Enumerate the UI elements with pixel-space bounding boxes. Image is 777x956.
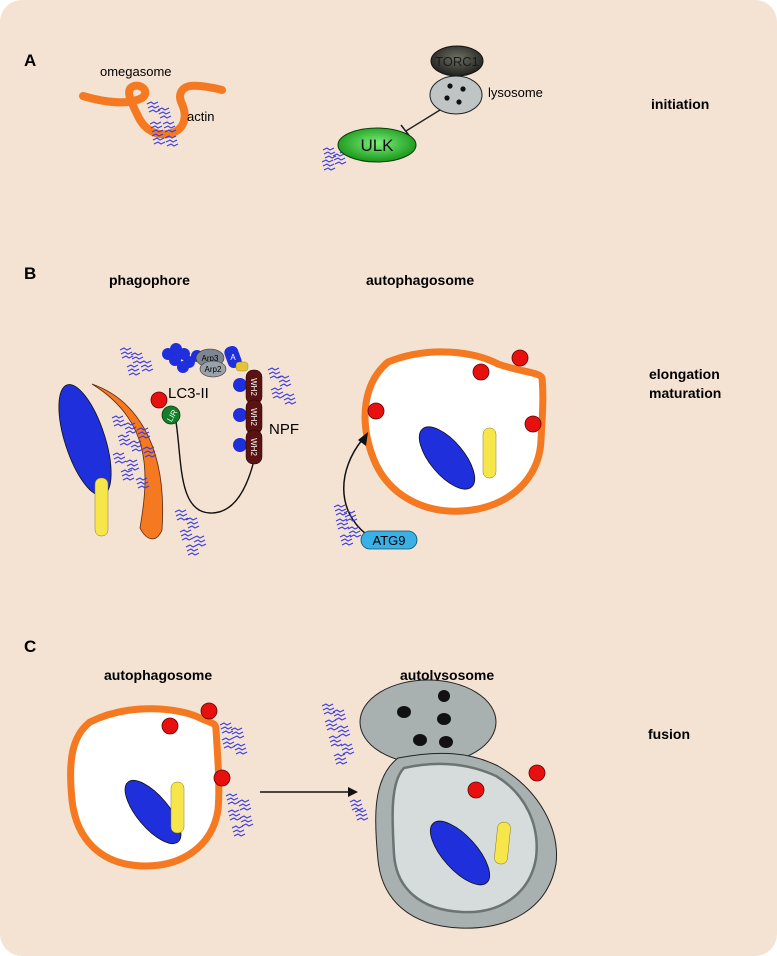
panel-b-letter: B — [24, 264, 36, 283]
wh2-label-3: WH2 — [249, 438, 258, 456]
panel-b: B phagophore autophagosome — [24, 264, 721, 556]
lc3-ii-label: LC3-II — [168, 385, 209, 402]
lc3-autolysosome-1 — [467, 781, 485, 799]
wh2-label-2: WH2 — [249, 408, 258, 426]
autophagosome-title-c: autophagosome — [104, 667, 212, 683]
cargo-yellow-autolysosome — [494, 821, 511, 865]
cargo-blue-c — [124, 780, 182, 844]
autophagosome-membrane-b — [361, 348, 547, 515]
panel-c: C autophagosome autolysosome — [24, 637, 690, 929]
panel-a: A omegasome actin TORC1 lysosome — [24, 45, 709, 171]
torc1-label: TORC1 — [435, 54, 479, 69]
torc1-inhibition-line — [405, 109, 441, 132]
wh2-domain-3 — [245, 429, 263, 465]
cargo-yellow-b — [482, 427, 497, 479]
panel-a-letter: A — [24, 51, 36, 70]
atg9-label: ATG9 — [373, 533, 406, 548]
autophagosome-title-b: autophagosome — [366, 272, 474, 288]
wh2-label-1: WH2 — [249, 378, 258, 396]
arp3-label: Arp3 — [202, 354, 219, 363]
autolysosome-lysosome-contents — [397, 690, 453, 748]
wh2-actin-3 — [233, 438, 247, 452]
atg9-delivery-arrow — [343, 439, 367, 535]
omegasome-membrane — [79, 81, 226, 139]
autolysosome-title: autolysosome — [400, 667, 494, 683]
lir-motif — [161, 405, 181, 425]
arp2-subunit — [199, 360, 227, 378]
lc3-c-1 — [161, 717, 179, 735]
omegasome-label: omegasome — [100, 64, 172, 79]
phagophore-membrane — [91, 383, 164, 540]
stage-fusion: fusion — [648, 726, 690, 742]
cargo-blue-b — [418, 426, 476, 490]
npf-linker — [175, 421, 257, 514]
stage-initiation: initiation — [651, 96, 709, 112]
cargo-yellow — [94, 477, 109, 537]
cargo-blue-autolysosome — [430, 820, 490, 886]
lc3-b-2 — [511, 349, 529, 367]
atg9-vesicle — [360, 530, 418, 550]
lc3-c-2 — [200, 702, 218, 720]
ulk-complex — [337, 127, 417, 163]
stage-maturation: maturation — [649, 385, 721, 401]
lysosome — [429, 75, 483, 115]
npf-label: NPF — [269, 421, 299, 438]
acidic-label: A — [230, 353, 236, 362]
arp2-label: Arp2 — [205, 365, 222, 374]
lc3-c-3 — [213, 769, 231, 787]
stage-elongation: elongation — [649, 366, 720, 382]
lc3-autolysosome-2 — [528, 764, 546, 782]
wh2-actin-2 — [233, 408, 247, 422]
ulk-label: ULK — [360, 136, 394, 155]
lysosome-label: lysosome — [488, 85, 543, 100]
lc3-b-3 — [367, 402, 385, 420]
panel-c-letter: C — [24, 637, 36, 656]
lc3-b-4 — [524, 415, 542, 433]
lysosome-contents — [444, 83, 466, 105]
cargo-yellow-c — [170, 781, 185, 834]
lc3-b-1 — [472, 363, 490, 381]
autolysosome-lysosome-part — [359, 679, 497, 765]
actin-label: actin — [187, 109, 214, 124]
lc3-ii-protein — [150, 391, 168, 409]
phagophore-title: phagophore — [109, 272, 190, 288]
wh2-actin-1 — [233, 378, 247, 392]
central-domain — [235, 361, 249, 372]
